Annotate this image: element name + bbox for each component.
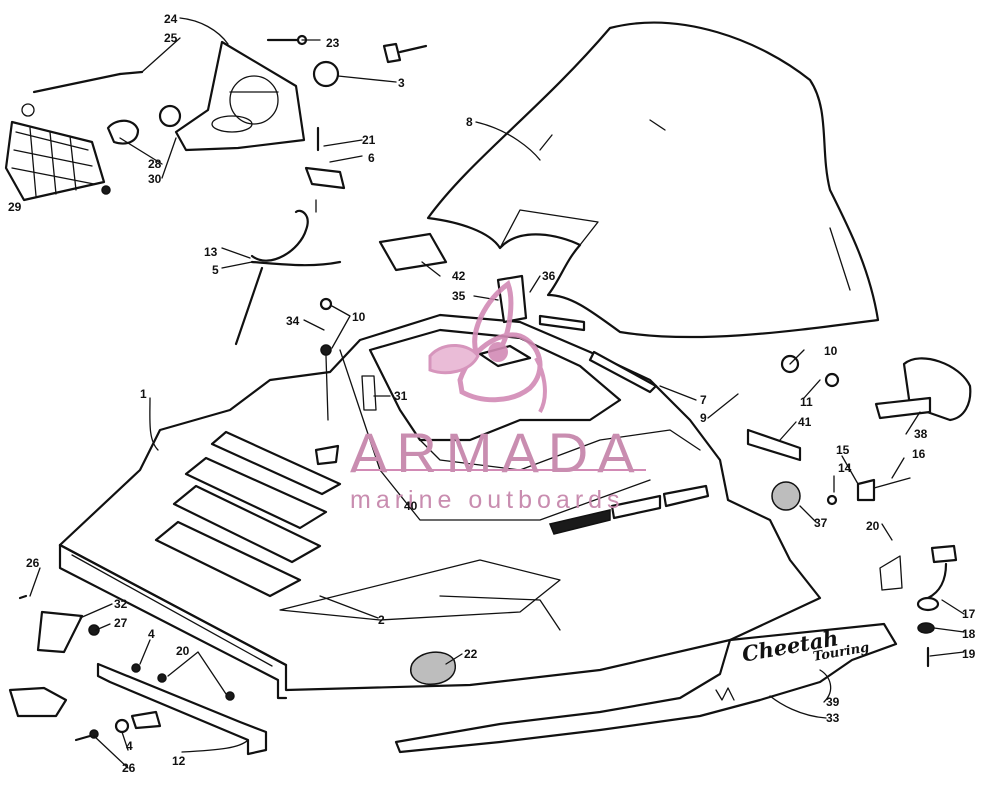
callout-4-upper: 4 <box>148 627 155 641</box>
callout-16: 16 <box>912 447 926 461</box>
callout-26-left: 26 <box>26 556 40 570</box>
callout-6: 6 <box>368 151 375 165</box>
callout-8: 8 <box>466 115 473 129</box>
cheetah-decal <box>394 622 898 754</box>
callout-40: 40 <box>404 499 418 513</box>
windshield <box>426 21 880 339</box>
callout-22: 22 <box>464 647 478 661</box>
callout-38: 38 <box>914 427 928 441</box>
callout-15: 15 <box>836 443 850 457</box>
callout-32: 32 <box>114 597 128 611</box>
callout-28: 28 <box>148 157 162 171</box>
callout-31: 31 <box>394 389 408 403</box>
callout-37: 37 <box>814 516 828 530</box>
callout-29: 29 <box>8 200 22 214</box>
callout-39: 39 <box>826 695 840 709</box>
callout-24: 24 <box>164 12 178 26</box>
watermark-logo <box>428 280 547 413</box>
mirror <box>874 357 972 422</box>
callout-26-bottom: 26 <box>122 761 136 775</box>
watermark-brand: ARMADA <box>350 421 644 484</box>
callout-5: 5 <box>212 263 219 277</box>
callout-1: 1 <box>140 387 147 401</box>
callout-19: 19 <box>962 647 976 661</box>
callout-20-bumper: 20 <box>176 644 190 658</box>
callout-4-lower: 4 <box>126 739 133 753</box>
headlight-assembly <box>4 40 428 202</box>
front-bumper <box>8 594 268 756</box>
callout-18: 18 <box>962 627 976 641</box>
callout-9: 9 <box>700 411 707 425</box>
fasteners <box>32 34 958 668</box>
hood-body <box>58 313 822 700</box>
callout-17: 17 <box>962 607 976 621</box>
callout-20-right: 20 <box>866 519 880 533</box>
callout-33: 33 <box>826 711 840 725</box>
callout-27: 27 <box>114 616 128 630</box>
callout-13: 13 <box>204 245 218 259</box>
callout-21: 21 <box>362 133 376 147</box>
callout-10-center: 10 <box>352 310 366 324</box>
callout-3: 3 <box>398 76 405 90</box>
callout-14: 14 <box>838 461 852 475</box>
callout-11: 11 <box>800 395 813 409</box>
watermark-tagline: marine outboards <box>350 486 625 514</box>
callout-30: 30 <box>148 172 162 186</box>
callout-35: 35 <box>452 289 466 303</box>
callout-36: 36 <box>542 269 556 283</box>
callout-25: 25 <box>164 31 178 45</box>
callout-34: 34 <box>286 314 300 328</box>
callout-41: 41 <box>798 415 812 429</box>
callout-12: 12 <box>172 754 186 768</box>
callout-7: 7 <box>700 393 707 407</box>
callout-10-right: 10 <box>824 344 838 358</box>
callout-2: 2 <box>378 613 385 627</box>
callout-42: 42 <box>452 269 466 283</box>
decal-22 <box>410 651 457 685</box>
callout-23: 23 <box>326 36 340 50</box>
